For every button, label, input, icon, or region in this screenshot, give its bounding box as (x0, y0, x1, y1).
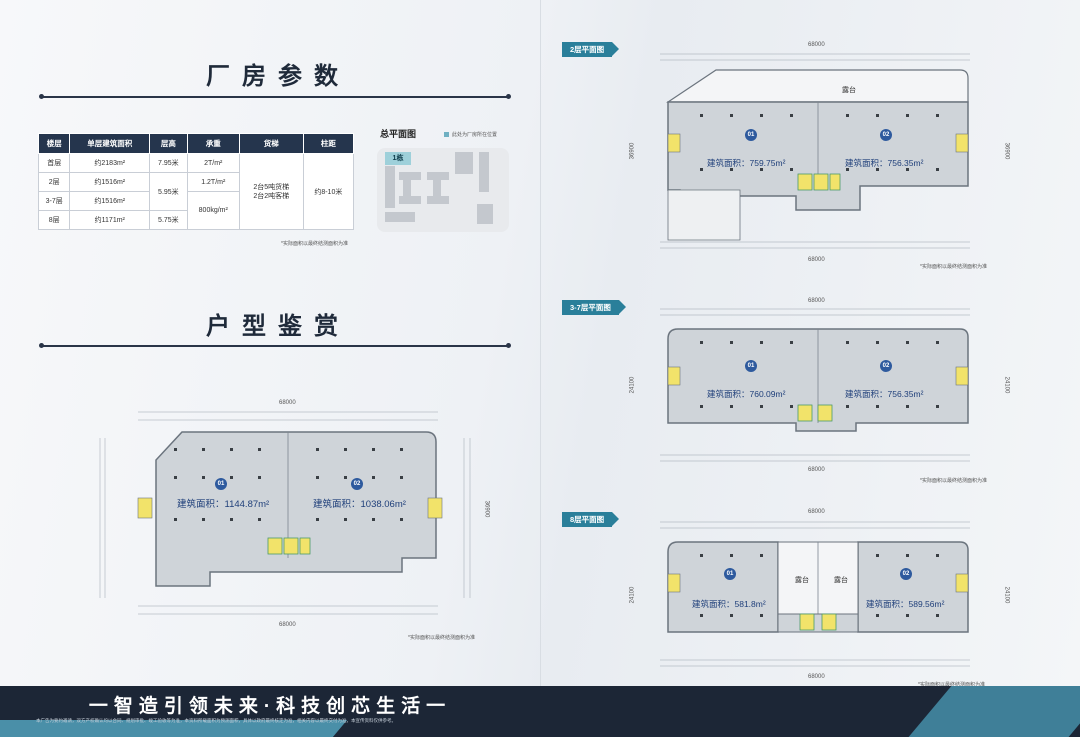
floor2-unit-02-badge: 02 (880, 129, 892, 141)
building-tag: 1栋 (385, 152, 411, 165)
ground-floor-plan (99, 411, 471, 615)
table-row: 首层 约2183m² 7.95米 2T/m² 2台5吨货梯 2台2吨客梯 约8-… (37, 153, 355, 230)
floor37-plan (660, 308, 970, 462)
table-note: *实际面积以最终结测面积为准 (281, 241, 348, 247)
units-divider (39, 343, 511, 348)
th-floor: 楼层 (37, 133, 71, 154)
floor37-unit-02-badge: 02 (880, 360, 892, 372)
floor2-terrace: 露台 (842, 87, 856, 94)
floor8-depth-dim: 24100 (629, 586, 636, 604)
cell-floor: 8层 (37, 210, 71, 230)
cell-area: 约1171m² (69, 210, 151, 230)
floor8-top-dim: 68000 (808, 509, 825, 515)
th-height: 层高 (149, 133, 188, 154)
floor8-note: *实际面积以最终结测面积为准 (918, 682, 985, 688)
cell-column: 约8-10米 (302, 153, 355, 230)
floor37-tag: 3-7层平面图 (562, 300, 626, 315)
page-fold (540, 0, 541, 737)
th-load: 承重 (186, 133, 240, 154)
floor2-tag: 2层平面图 (562, 42, 620, 57)
floor37-depth-dim-right: 24100 (1003, 376, 1010, 394)
site-plan-drawing (385, 152, 493, 224)
floor8-terrace-1: 露台 (795, 577, 809, 584)
floor8-bottom-dim: 68000 (808, 674, 825, 680)
cell-elevator: 2台5吨货梯 2台2吨客梯 (238, 153, 304, 230)
unit-02-badge: 02 (351, 478, 363, 490)
table-row: 8层 约1171m² 5.75米 (37, 210, 354, 230)
units-title: 户型鉴赏 (206, 313, 350, 340)
floor37-unit-02-area: 建筑面积：756.35m² (845, 389, 924, 399)
cell-floor: 2层 (37, 172, 71, 192)
plan-bottom-dim: 68000 (279, 622, 296, 628)
floor37-note: *实际面积以最终结测面积为准 (920, 478, 987, 484)
params-divider (39, 94, 511, 99)
legend-text: 此处为厂房所在位置 (452, 132, 498, 138)
floor2-bottom-dim: 68000 (808, 257, 825, 263)
floor8-unit-01-area: 建筑面积：581.8m² (692, 599, 766, 609)
floor8-unit-02-badge: 02 (900, 568, 912, 580)
plan-top-dim: 68000 (279, 400, 296, 406)
floor2-plan (660, 53, 970, 249)
floor37-bottom-dim: 68000 (808, 467, 825, 473)
cell-floor: 首层 (37, 153, 71, 173)
fine-print: 本广告为要约邀请，双方产权确认均以合同、规划审批、竣工验收等为准，本资料所载面积… (36, 718, 396, 723)
floor8-unit-02-area: 建筑面积：589.56m² (866, 599, 945, 609)
floor2-unit-02-area: 建筑面积：756.35m² (845, 158, 924, 168)
unit-02-area: 建筑面积：1038.06m² (313, 499, 406, 510)
floor8-depth-dim-right: 24100 (1003, 586, 1010, 604)
unit-01-badge: 01 (215, 478, 227, 490)
ground-plan-note: *实际面积以最终结测面积为准 (408, 635, 475, 641)
params-title: 厂房参数 (206, 63, 350, 90)
unit-01-area: 建筑面积：1144.87m² (177, 499, 270, 510)
cell-load: 1.2T/m² (186, 172, 240, 192)
floor37-unit-01-area: 建筑面积：760.09m² (707, 389, 786, 399)
th-elevator: 货梯 (238, 133, 304, 154)
floor2-top-dim: 68000 (808, 42, 825, 48)
cell-area: 约2183m² (69, 153, 151, 173)
legend-swatch (444, 132, 449, 138)
floor37-unit-01-badge: 01 (745, 360, 757, 372)
cell-area: 约1516m² (69, 191, 151, 211)
site-plan-title: 总平面图 (380, 129, 417, 139)
floor2-note: *实际面积以最终结测面积为准 (920, 264, 987, 270)
cell-load: 2T/m² (186, 153, 240, 173)
slogan: 一智造引领未来·科技创芯生活一 (88, 696, 452, 717)
cell-height: 7.95米 (149, 153, 188, 173)
plan-depth-dim: 36900 (483, 500, 490, 518)
cell-area: 约1516m² (69, 172, 151, 192)
params-table: 楼层 单层建筑面积 层高 承重 货梯 柱距 首层 约2183m² 7.95米 2… (37, 133, 355, 230)
floor2-unit-01-area: 建筑面积：759.75m² (707, 158, 786, 168)
floor2-depth-dim: 36900 (629, 142, 636, 160)
floor2-depth-dim-right: 36900 (1003, 142, 1010, 160)
floor8-tag: 8层平面图 (562, 512, 620, 527)
floor37-top-dim: 68000 (808, 298, 825, 304)
site-legend: 此处为厂房所在位置 (444, 131, 497, 138)
floor8-unit-01-badge: 01 (724, 568, 736, 580)
cell-height: 5.75米 (149, 210, 188, 230)
th-column: 柱距 (302, 133, 355, 154)
floor8-terrace-2: 露台 (834, 577, 848, 584)
floor37-depth-dim: 24100 (629, 376, 636, 394)
cell-height: 5.95米 (149, 172, 188, 211)
floor8-plan (660, 521, 970, 667)
floor2-unit-01-badge: 01 (745, 129, 757, 141)
cell-floor: 3-7层 (37, 191, 71, 211)
th-area: 单层建筑面积 (69, 133, 151, 154)
cell-load: 800kg/m² (186, 191, 240, 230)
